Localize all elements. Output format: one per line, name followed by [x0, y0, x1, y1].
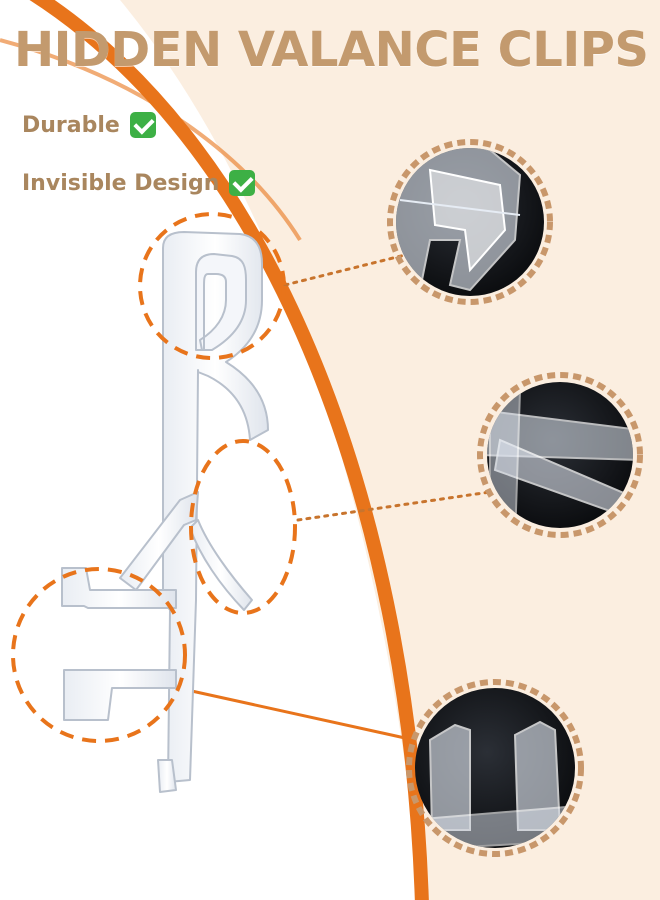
- detail-circle-top: [387, 139, 553, 305]
- feature-invisible-design: Invisible Design: [22, 170, 256, 196]
- orange-swoosh-arc: [29, 0, 429, 900]
- highlight-circle-middle: [189, 439, 297, 615]
- valance-clip: [61, 231, 269, 793]
- orange-swoosh-thin: [0, 38, 302, 242]
- feature-label: Durable: [22, 112, 120, 138]
- highlight-circle-bottom: [11, 567, 187, 743]
- feature-label: Invisible Design: [22, 170, 220, 196]
- detail-circle-middle: [477, 372, 643, 538]
- check-mark-icon: [129, 112, 156, 138]
- check-mark-icon: [229, 170, 256, 196]
- highlight-circle-top: [138, 212, 286, 360]
- connector-line-bottom: [177, 686, 406, 740]
- detail-circle-bottom: [406, 679, 584, 857]
- connector-line-middle: [296, 490, 492, 522]
- connector-line-top: [283, 253, 407, 287]
- feature-durable: Durable: [22, 112, 156, 138]
- page-title: HIDDEN VALANCE CLIPS: [14, 22, 649, 78]
